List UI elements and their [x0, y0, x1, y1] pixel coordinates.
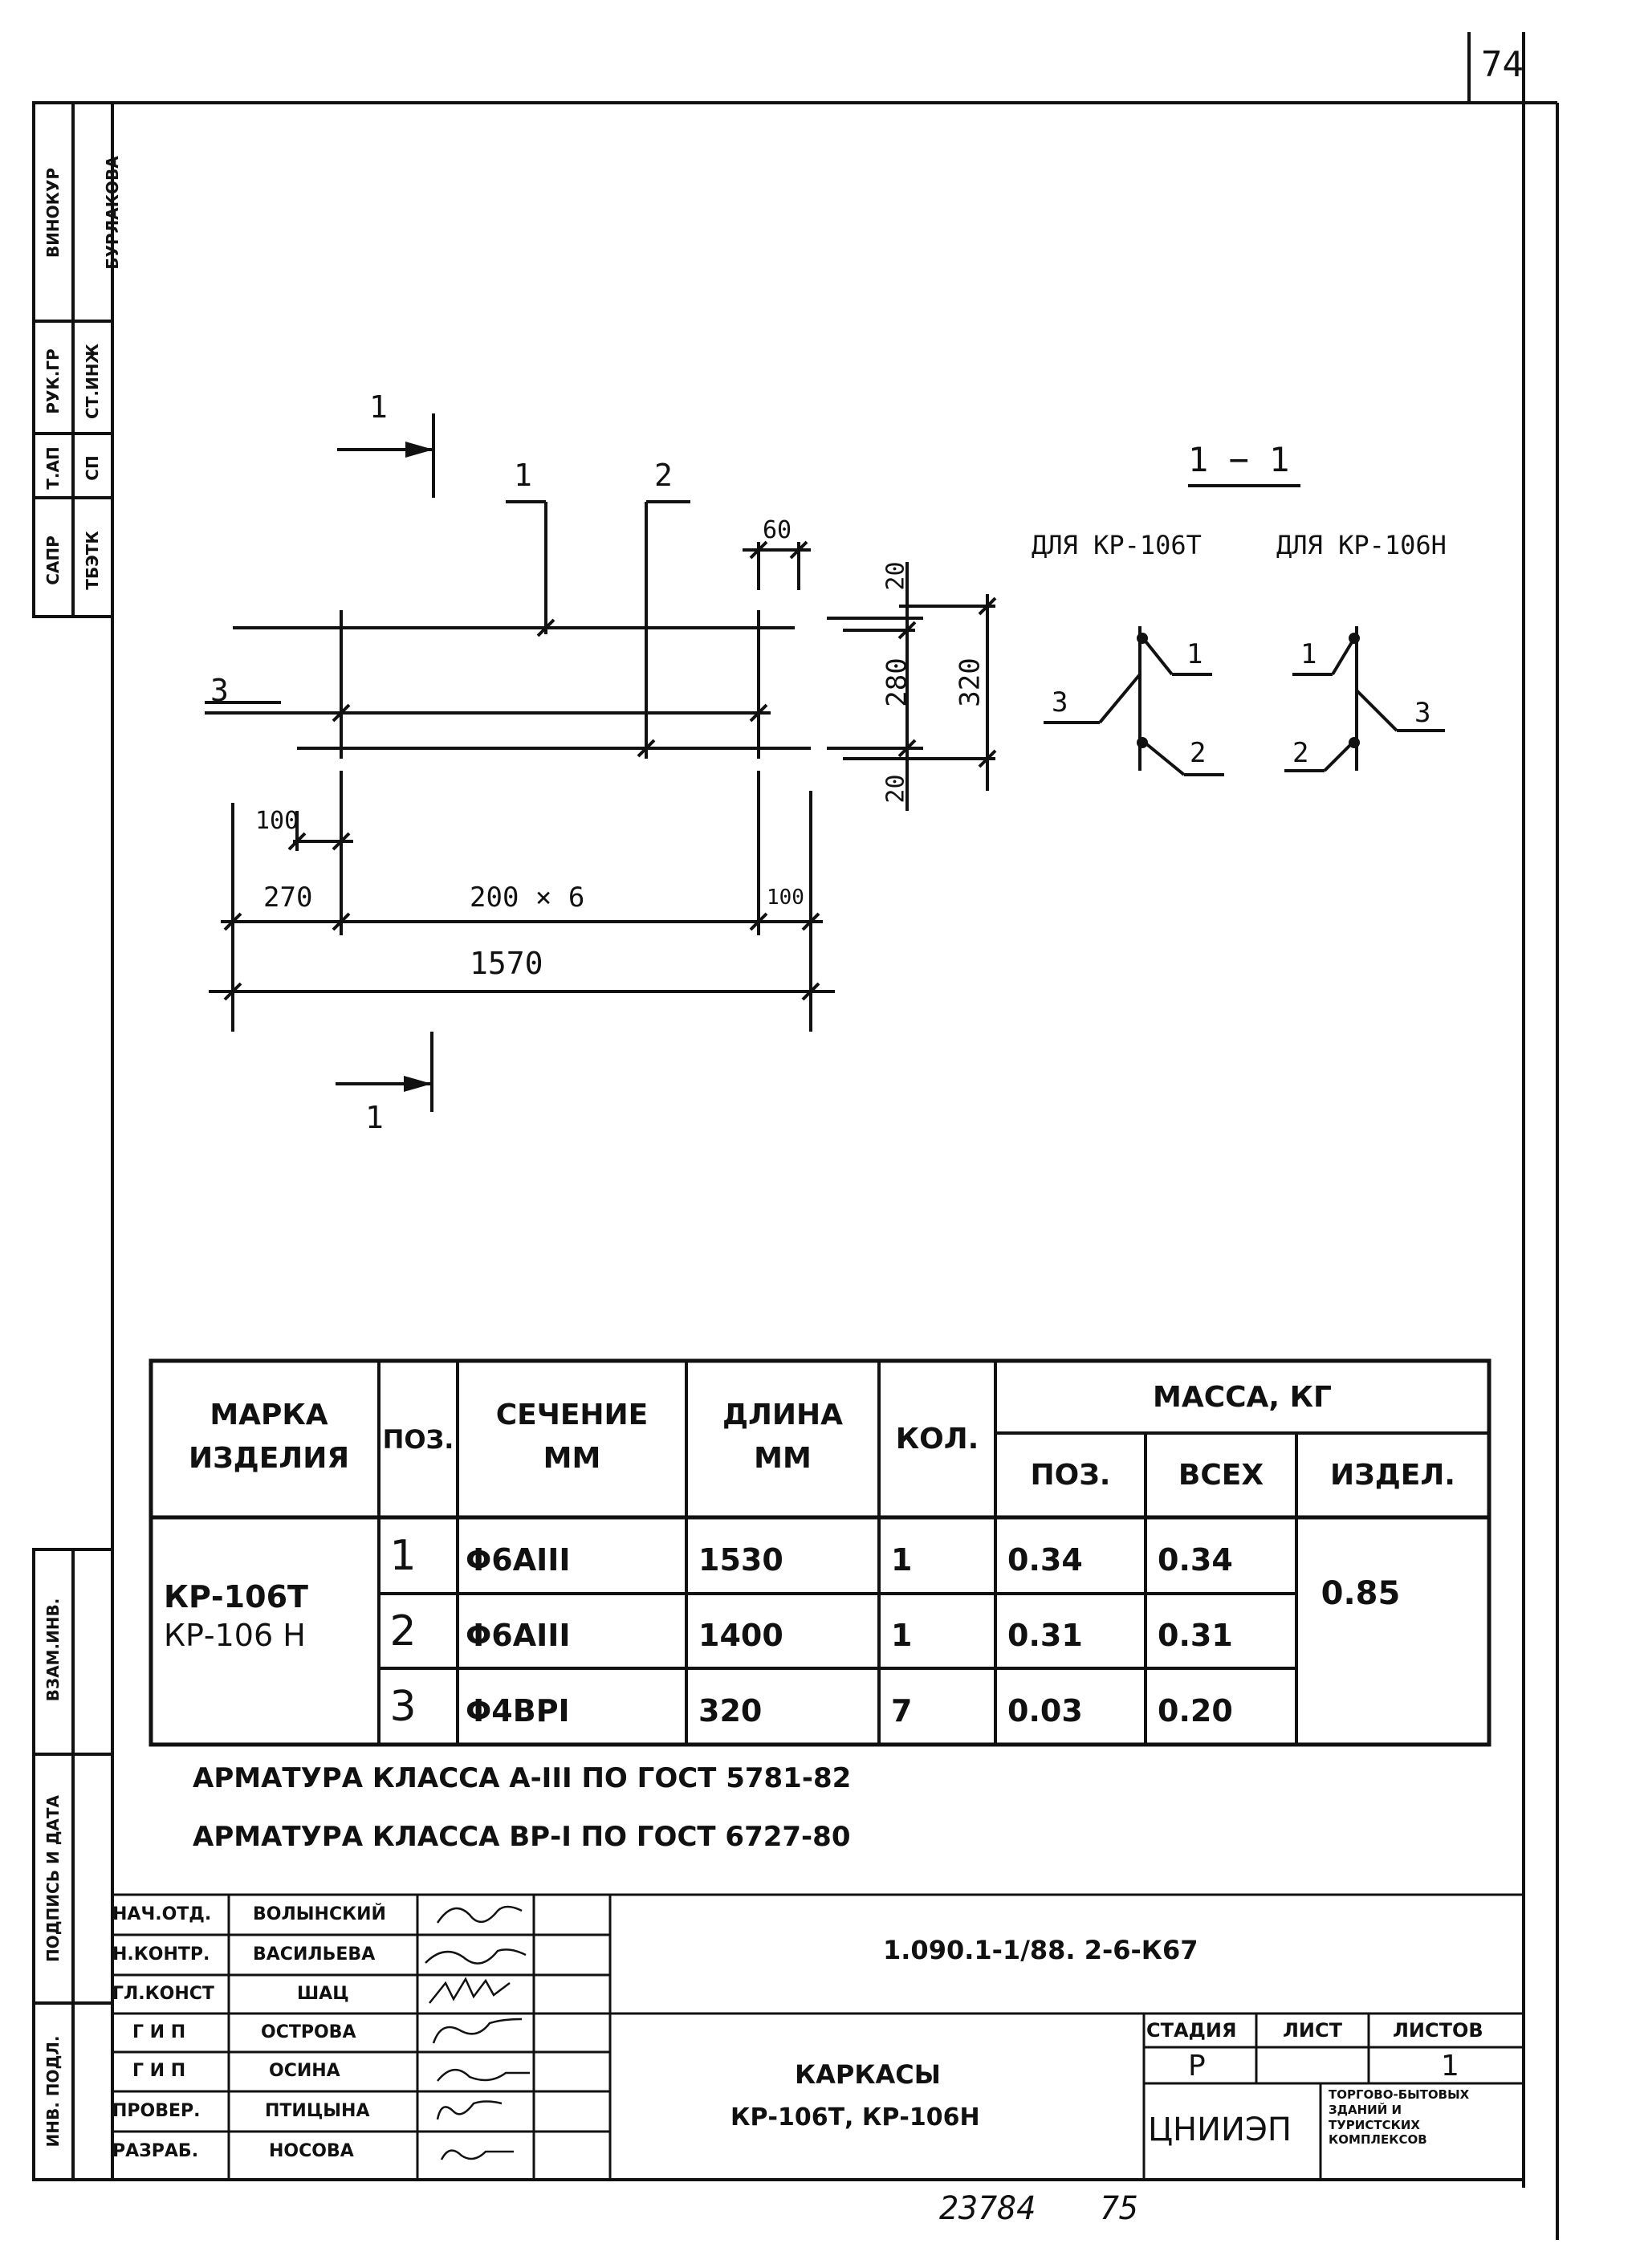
row3-pos: 3 [389, 1682, 417, 1731]
sec-right-1: 1 [1300, 638, 1317, 670]
dim-20-top: 20 [881, 561, 910, 591]
page-number: 74 [1481, 44, 1524, 85]
row3-mass-all: 0.20 [1158, 1692, 1233, 1728]
row2-section: Φ6AIII [466, 1617, 571, 1653]
dim-100-right: 100 [767, 886, 804, 910]
dim-280: 280 [881, 658, 914, 707]
stage-value: Р [1188, 2050, 1206, 2083]
note-2: АРМАТУРА КЛАССА ВР-I ПО ГОСТ 6727-80 [193, 1821, 851, 1853]
pos-label-3: 3 [210, 673, 229, 708]
org-note: ТОРГОВО-БЫТОВЫХ ЗДАНИЙ И ТУРИСТСКИХ КОМП… [1329, 2087, 1470, 2148]
stamp-rukgr: РУК.ГР [43, 348, 63, 414]
row1-section: Φ6AIII [466, 1541, 571, 1578]
staff-role-3: ГЛ.КОНСТ [112, 1984, 214, 2004]
th-section: СЕЧЕНИЕ ММ [495, 1399, 649, 1475]
section-title: 1 − 1 [1188, 440, 1290, 479]
bottom-number-1: 23784 [939, 2190, 1036, 2227]
th-length: ДЛИНА ММ [722, 1399, 844, 1475]
staff-name-2: ВАСИЛЬЕВА [253, 1944, 376, 1965]
staff-name-5: ОСИНА [269, 2061, 340, 2081]
section-for-t: ДЛЯ КР-106Т [1032, 530, 1202, 560]
row1-qty: 1 [891, 1541, 913, 1578]
org-name: ЦНИИЭП [1148, 2111, 1292, 2148]
spec-table-grid [149, 1358, 1491, 1747]
section-marker-top: 1 [369, 389, 388, 425]
stamp-vzam-inv: ВЗАМ.ИНВ. [43, 1598, 63, 1702]
mark-2: КР-106 Н [164, 1618, 306, 1653]
section-for-h: ДЛЯ КР-106Н [1276, 530, 1447, 560]
bottom-number-2: 75 [1100, 2190, 1139, 2227]
row1-length: 1530 [698, 1541, 783, 1578]
sheets-value: 1 [1441, 2050, 1459, 2083]
staff-role-6: ПРОВЕР. [112, 2101, 201, 2121]
dim-270: 270 [263, 882, 313, 914]
stamp-stinzh: СТ.ИНЖ [83, 344, 102, 419]
dim-100-top: 100 [255, 807, 299, 835]
staff-name-1: ВОЛЫНСКИЙ [253, 1904, 386, 1924]
row2-length: 1400 [698, 1617, 783, 1653]
dim-200x6: 200 × 6 [470, 882, 585, 914]
sec-left-1: 1 [1186, 638, 1203, 670]
row3-length: 320 [698, 1692, 763, 1728]
title-line-1: КАРКАСЫ [795, 2059, 941, 2090]
dim-320: 320 [954, 658, 987, 707]
th-pos: ПОЗ. [382, 1423, 454, 1455]
pos-label-1: 1 [514, 458, 532, 493]
staff-name-4: ОСТРОВА [261, 2022, 356, 2042]
sec-right-2: 2 [1292, 737, 1309, 769]
item-mass: 0.85 [1321, 1575, 1401, 1612]
stamp-burlakova: БУРЛАКОВА [103, 156, 122, 270]
th-mass-all: ВСЕХ [1178, 1459, 1264, 1492]
row2-qty: 1 [891, 1617, 913, 1653]
th-mass-pos: ПОЗ. [1030, 1459, 1111, 1492]
staff-role-5: Г И П [132, 2061, 186, 2081]
row2-mass-pos: 0.31 [1007, 1617, 1083, 1653]
row2-mass-all: 0.31 [1158, 1617, 1233, 1653]
title-line-2: КР-106Т, КР-106Н [730, 2103, 980, 2132]
th-qty: КОЛ. [895, 1423, 979, 1456]
section-marker-bottom: 1 [365, 1100, 384, 1135]
dim-1570: 1570 [470, 946, 543, 981]
stage-label: СТАДИЯ [1146, 2019, 1237, 2042]
pos-label-2: 2 [654, 458, 673, 493]
row2-pos: 2 [389, 1606, 417, 1655]
staff-role-2: Н.КОНТР. [112, 1944, 210, 1965]
th-mark: МАРКА ИЗДЕЛИЯ [188, 1399, 350, 1475]
row3-qty: 7 [891, 1692, 913, 1728]
th-mass-item: ИЗДЕЛ. [1330, 1459, 1455, 1492]
note-1: АРМАТУРА КЛАССА А-III ПО ГОСТ 5781-82 [193, 1762, 852, 1794]
frame-elevation [205, 413, 997, 1112]
stamp-vinokur: ВИНОКУР [43, 167, 63, 259]
sheet-label: ЛИСТ [1283, 2019, 1343, 2042]
staff-name-6: ПТИЦЫНА [265, 2101, 370, 2121]
row1-mass-pos: 0.34 [1007, 1541, 1083, 1578]
th-mass: МАССА, КГ [1153, 1380, 1332, 1414]
stamp-inv-podl: ИНВ. ПОДЛ. [43, 2035, 63, 2148]
sec-right-3: 3 [1414, 697, 1431, 729]
row1-pos: 1 [389, 1531, 417, 1580]
row3-mass-pos: 0.03 [1007, 1692, 1083, 1728]
sheets-label: ЛИСТОВ [1393, 2019, 1483, 2042]
staff-role-7: РАЗРАБ. [112, 2141, 199, 2161]
staff-name-3: ШАЦ [297, 1984, 349, 2004]
row1-mass-all: 0.34 [1158, 1541, 1233, 1578]
staff-name-7: НОСОВА [269, 2141, 354, 2161]
stamp-podpis-data: ПОДПИСЬ И ДАТА [43, 1794, 63, 1963]
staff-role-1: НАЧ.ОТД. [112, 1904, 212, 1924]
signatures [425, 1905, 530, 2160]
row3-section: Φ4BPI [466, 1692, 570, 1728]
doc-code: 1.090.1-1/88. 2-6-К67 [883, 1935, 1198, 1965]
sec-left-2: 2 [1190, 737, 1207, 769]
staff-role-4: Г И П [132, 2022, 186, 2042]
section-sketches [1044, 484, 1445, 776]
dim-20-bottom: 20 [881, 774, 910, 804]
sec-left-3: 3 [1052, 686, 1068, 719]
title-block-grid [112, 1893, 1524, 2180]
dim-60: 60 [763, 516, 792, 544]
mark-1: КР-106Т [164, 1579, 308, 1614]
